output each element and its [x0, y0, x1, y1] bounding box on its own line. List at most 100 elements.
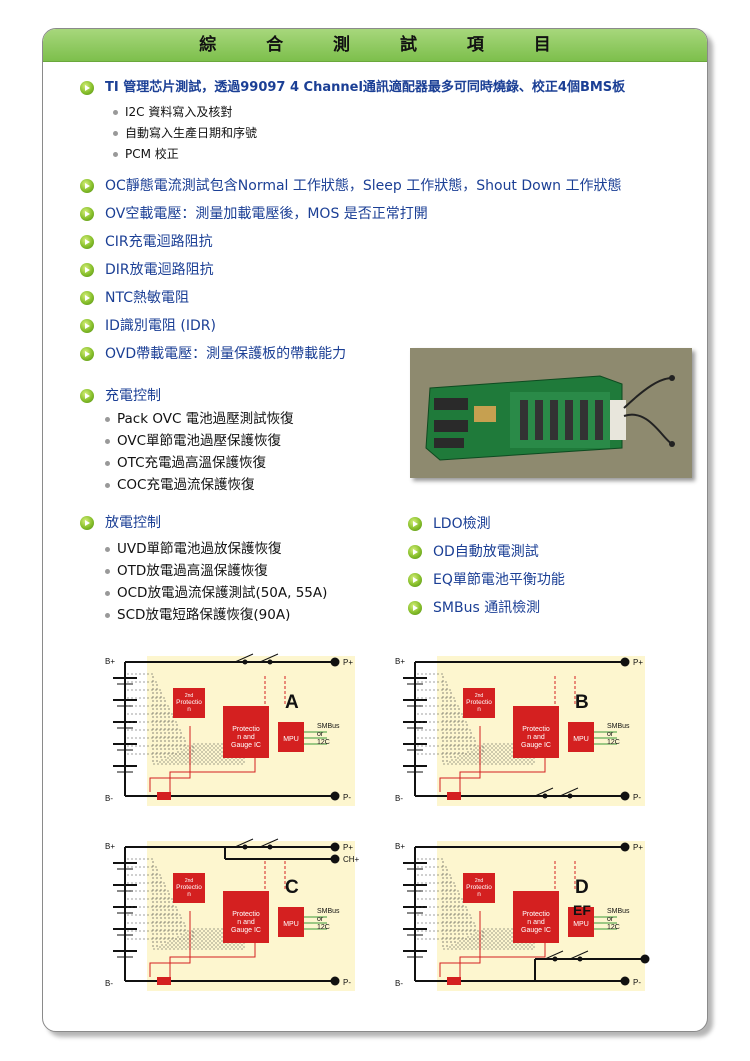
- switch-blade: [534, 787, 554, 797]
- sense-line: [417, 874, 535, 946]
- bullet-dir: DIR放電迴路阻抗: [80, 261, 214, 279]
- protection-ic-label: Protectio: [522, 726, 550, 733]
- switch-node: [567, 793, 573, 799]
- sense-line: [417, 689, 535, 761]
- mpu-label: MPU: [573, 921, 589, 928]
- bullet-icon: [80, 291, 94, 305]
- control-line: [169, 939, 256, 977]
- sense-line: [127, 858, 245, 950]
- mpu-label: MPU: [283, 736, 299, 743]
- sense-line: [417, 922, 535, 934]
- bullet-ntc: NTC熱敏電阻: [80, 289, 189, 307]
- protection-ic-label: Gauge IC: [231, 927, 261, 934]
- switch-blade: [544, 950, 564, 960]
- sense-line: [127, 743, 245, 755]
- protection-gauge-ic: [513, 891, 559, 943]
- sub-item: OTC充電過高溫保護恢復: [105, 454, 266, 472]
- sense-line: [417, 898, 535, 940]
- protection-ic-label: n and: [237, 919, 255, 926]
- protection-ic-label: Protectio: [232, 726, 260, 733]
- control-line: [169, 754, 256, 792]
- terminal-pminus: [620, 791, 630, 801]
- mpu-box: [278, 722, 304, 752]
- terminal-pminus: [330, 791, 340, 801]
- sense-line: [127, 906, 245, 938]
- sense-resistor: [447, 977, 461, 985]
- switch-blade: [259, 838, 279, 848]
- smbus-label: SMBus: [607, 723, 630, 730]
- smbus-label: SMBus: [317, 723, 340, 730]
- second-protection-label: Protectio: [466, 884, 492, 891]
- smbus-label: or: [317, 916, 324, 923]
- bullet-icon: [80, 81, 94, 95]
- bullet-ldo: LDO檢測: [408, 515, 491, 533]
- bplus-label: B+: [395, 842, 405, 851]
- mpu-label: MPU: [283, 921, 299, 928]
- smbus-label: 12C: [317, 924, 330, 931]
- bullet-icon: [408, 573, 422, 587]
- control-line: [459, 754, 546, 792]
- bullet-icon: [408, 601, 422, 615]
- second-protection-box: [173, 688, 205, 718]
- switch-node: [242, 659, 248, 665]
- diagram-letter: D: [575, 877, 589, 898]
- bullet-discharge-control: 放電控制: [80, 514, 161, 532]
- bullet-cir: CIR充電迴路阻抗: [80, 233, 213, 251]
- bullet-icon: [80, 179, 94, 193]
- diagram-letter-extra: EF: [573, 902, 591, 918]
- diagram-letter: C: [285, 877, 299, 898]
- smbus-label: SMBus: [607, 908, 630, 915]
- sense-line: [127, 697, 245, 759]
- sense-line: [127, 914, 245, 936]
- diagram-letter: A: [285, 692, 299, 713]
- switch-blade: [234, 838, 254, 848]
- sub-item: OTD放電過高溫保護恢復: [105, 562, 268, 580]
- bplus-label: B+: [395, 657, 405, 666]
- second-protection-box: [463, 688, 495, 718]
- switch-node: [542, 793, 548, 799]
- bminus-label: B-: [395, 979, 403, 988]
- switch-node: [577, 956, 583, 962]
- sub-item: OVC單節電池過壓保護恢復: [105, 432, 281, 450]
- bullet-id: ID識別電阻 (IDR): [80, 317, 216, 335]
- switch-blade: [234, 653, 254, 663]
- second-protection-label: Protectio: [176, 884, 202, 891]
- mpu-box: [568, 907, 594, 937]
- second-protection-box: [173, 873, 205, 903]
- diagram-letter: B: [575, 692, 589, 713]
- switch-blade: [259, 653, 279, 663]
- second-protection-label: n: [477, 891, 481, 898]
- switch-blade: [569, 950, 589, 960]
- smbus-label: or: [317, 731, 324, 738]
- switch-node: [552, 956, 558, 962]
- second-protection-label: 2nd: [185, 693, 194, 699]
- protection-gauge-ic: [223, 891, 269, 943]
- pminus-label: P-: [343, 793, 351, 802]
- sense-line: [417, 858, 535, 950]
- sense-line: [127, 882, 245, 944]
- sense-line: [127, 721, 245, 753]
- terminal-ch: [330, 854, 340, 864]
- pminus-label: P-: [633, 978, 641, 987]
- bullet-smbus: SMBus 通訊檢測: [408, 599, 540, 617]
- protection-gauge-ic: [223, 706, 269, 758]
- bminus-label: B-: [395, 794, 403, 803]
- title-bar: 綜 合 測 試 項 目: [43, 29, 707, 62]
- bullet-oc-test: OC靜態電流測試包含Normal 工作狀態，Sleep 工作狀態，Shout D…: [80, 177, 622, 195]
- bullet-icon: [408, 545, 422, 559]
- smbus-label: or: [607, 731, 614, 738]
- bullet-icon: [80, 516, 94, 530]
- sense-line: [417, 882, 535, 944]
- sense-line: [127, 922, 245, 934]
- second-protection-label: 2nd: [475, 693, 484, 699]
- smbus-label: SMBus: [317, 908, 340, 915]
- sense-line: [127, 689, 245, 761]
- sub-item: COC充電過流保護恢復: [105, 476, 254, 494]
- bullet-icon: [80, 235, 94, 249]
- protection-ic-label: Gauge IC: [521, 927, 551, 934]
- protection-gauge-ic: [513, 706, 559, 758]
- sense-line: [127, 928, 245, 940]
- bms-board-photo: [410, 348, 692, 478]
- smbus-label: 12C: [607, 739, 620, 746]
